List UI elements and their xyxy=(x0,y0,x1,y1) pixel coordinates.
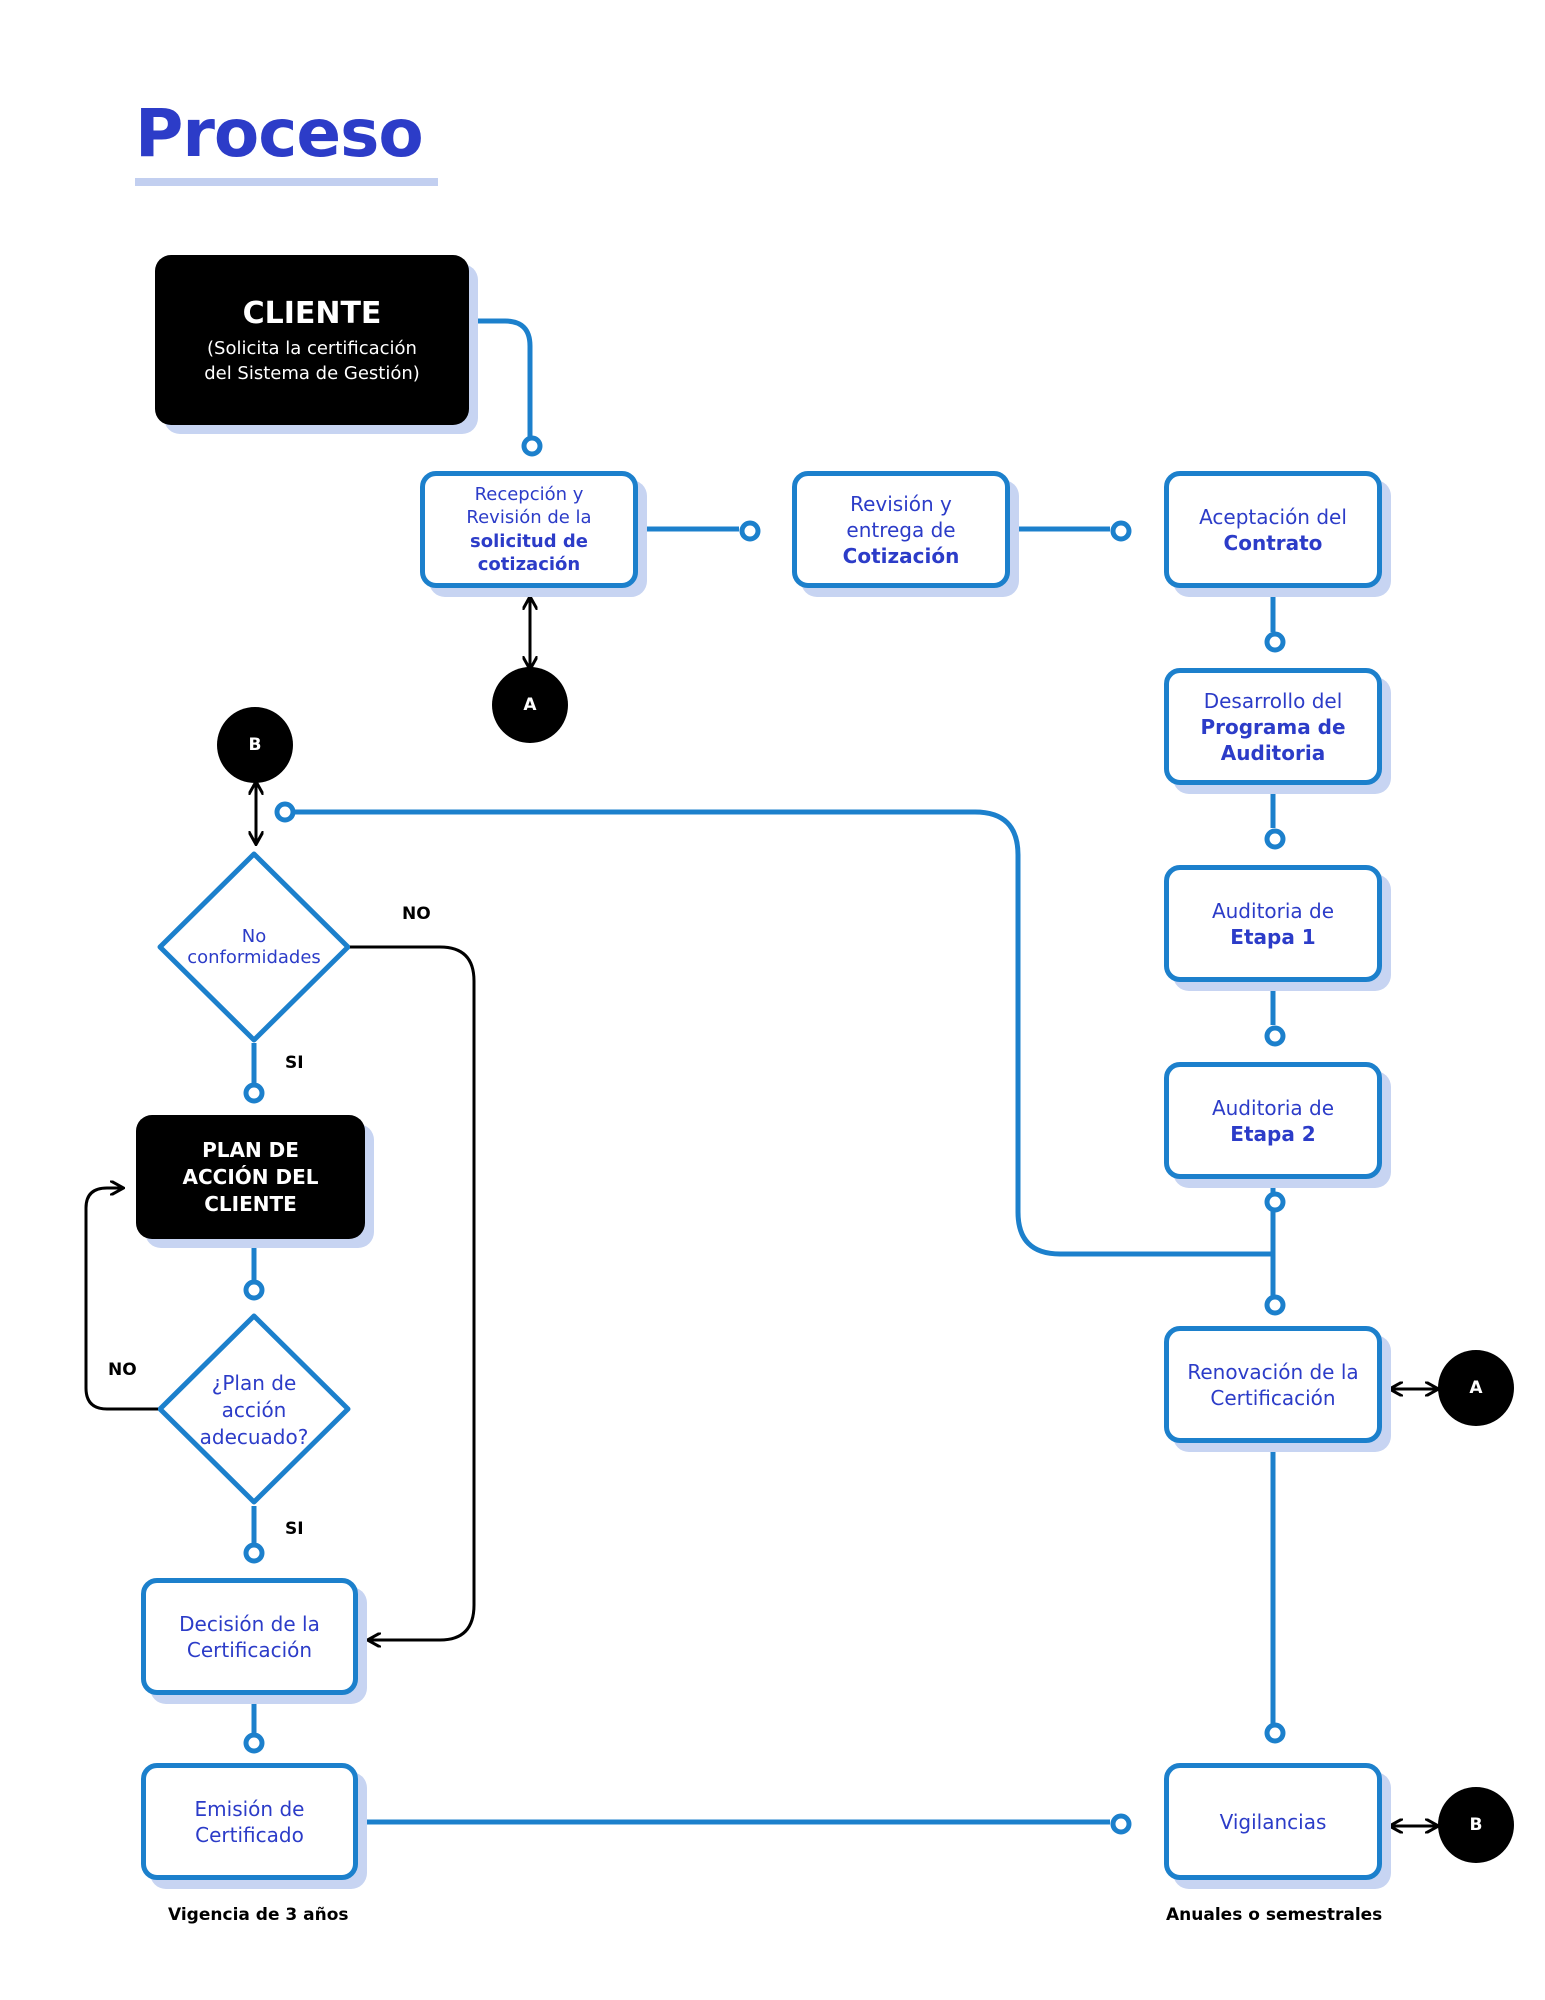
recepcion-box: Recepción y Revisión de la solicitud de … xyxy=(420,471,638,588)
no-conformidades-label: No conformidades xyxy=(164,917,344,977)
desarrollo-line-2: Programa de xyxy=(1200,714,1346,739)
revision-line-2: entrega de xyxy=(846,517,956,542)
aceptacion-line-2: Contrato xyxy=(1223,530,1323,555)
port-etapa2-bottom xyxy=(1264,1191,1286,1213)
etapa1-line-2: Etapa 1 xyxy=(1230,924,1316,949)
port-vigilancias-left xyxy=(1110,1813,1132,1835)
no-conformidades-line-2: conformidades xyxy=(187,947,321,968)
connector-b-right: B xyxy=(1438,1787,1514,1863)
revision-line-1: Revisión y xyxy=(850,491,952,516)
aceptacion-box: Aceptación del Contrato xyxy=(1164,471,1382,588)
port-emision-top xyxy=(243,1732,265,1754)
label-si-bottom: SI xyxy=(285,1519,304,1539)
port-etapa2-top xyxy=(1264,1025,1286,1047)
revision-box: Revisión y entrega de Cotización xyxy=(792,471,1010,588)
port-vigilancias-top xyxy=(1264,1722,1286,1744)
no-conformidades-line-1: No xyxy=(241,926,267,947)
arrow-no-plan xyxy=(84,1188,158,1411)
line-cliente-recepcion xyxy=(476,318,533,445)
plan-accion-line-3: CLIENTE xyxy=(204,1191,297,1216)
port-etapa1-top xyxy=(1264,828,1286,850)
plan-accion-line-1: PLAN DE xyxy=(202,1137,299,1162)
label-si-top: SI xyxy=(285,1053,304,1073)
line-etapa2-noconformidades xyxy=(291,809,1273,1257)
cliente-sub-2: del Sistema de Gestión) xyxy=(204,362,420,384)
cliente-sub-1: (Solicita la certificación xyxy=(207,338,417,360)
recepcion-line-1: Recepción y xyxy=(474,483,584,505)
decision-line-2: Certificación xyxy=(186,1637,313,1662)
etapa1-box: Auditoria de Etapa 1 xyxy=(1164,865,1382,982)
vigilancias-line-1: Vigilancias xyxy=(1219,1809,1327,1834)
cliente-box: CLIENTE (Solicita la certificación del S… xyxy=(155,255,469,425)
port-aceptacion-left xyxy=(1110,520,1132,542)
renovacion-box: Renovación de la Certificación xyxy=(1164,1326,1382,1443)
decision-box: Decisión de la Certificación xyxy=(141,1578,358,1695)
connector-a-top: A xyxy=(492,667,568,743)
etapa2-line-2: Etapa 2 xyxy=(1230,1121,1316,1146)
port-noconf-top xyxy=(274,801,296,823)
plan-accion-box: PLAN DE ACCIÓN DEL CLIENTE xyxy=(136,1115,365,1239)
port-renovacion-top xyxy=(1264,1294,1286,1316)
connector-b-top: B xyxy=(217,707,293,783)
label-no-top: NO xyxy=(402,904,431,924)
footer-anuales: Anuales o semestrales xyxy=(1166,1905,1383,1925)
aceptacion-line-1: Aceptación del xyxy=(1199,504,1347,529)
recepcion-line-2: Revisión de la xyxy=(466,507,592,529)
plan-adecuado-line-3: adecuado? xyxy=(199,1424,309,1449)
page-title: Proceso xyxy=(135,95,424,172)
plan-accion-line-2: ACCIÓN DEL xyxy=(182,1164,319,1189)
cliente-title: CLIENTE xyxy=(242,296,382,332)
renovacion-line-2: Certificación xyxy=(1210,1385,1336,1410)
recepcion-line-3: solicitud de xyxy=(470,530,588,552)
port-revision-left xyxy=(739,520,761,542)
revision-line-3: Cotización xyxy=(842,543,960,568)
footer-vigencia: Vigencia de 3 años xyxy=(168,1905,349,1925)
port-decision-top xyxy=(243,1542,265,1564)
diamond-no-conformidades xyxy=(157,851,351,1043)
desarrollo-line-1: Desarrollo del xyxy=(1203,688,1343,713)
plan-adecuado-line-1: ¿Plan de xyxy=(211,1370,297,1395)
emision-box: Emisión de Certificado xyxy=(141,1763,358,1880)
vigilancias-box: Vigilancias xyxy=(1164,1763,1382,1880)
label-no-left: NO xyxy=(108,1360,137,1380)
connector-a-right: A xyxy=(1438,1350,1514,1426)
arrow-no-decision xyxy=(350,945,476,1640)
etapa2-line-1: Auditoria de xyxy=(1211,1095,1335,1120)
port-plan-top xyxy=(243,1082,265,1104)
etapa1-line-1: Auditoria de xyxy=(1211,898,1335,923)
renovacion-line-1: Renovación de la xyxy=(1187,1359,1359,1384)
port-desarrollo-top xyxy=(1264,631,1286,653)
desarrollo-box: Desarrollo del Programa de Auditoria xyxy=(1164,668,1382,785)
desarrollo-line-3: Auditoria xyxy=(1220,740,1326,765)
plan-adecuado-label: ¿Plan de acción adecuado? xyxy=(164,1365,344,1455)
emision-line-2: Certificado xyxy=(195,1822,304,1847)
diamond-plan-adecuado xyxy=(157,1313,351,1505)
port-recepcion-top xyxy=(521,435,543,457)
emision-line-1: Emisión de xyxy=(194,1796,305,1821)
decision-line-1: Decisión de la xyxy=(179,1611,320,1636)
recepcion-line-4: cotización xyxy=(477,553,581,575)
etapa2-box: Auditoria de Etapa 2 xyxy=(1164,1062,1382,1179)
port-adecuado-top xyxy=(243,1279,265,1301)
title-underline xyxy=(135,178,438,186)
plan-adecuado-line-2: acción xyxy=(221,1397,287,1422)
